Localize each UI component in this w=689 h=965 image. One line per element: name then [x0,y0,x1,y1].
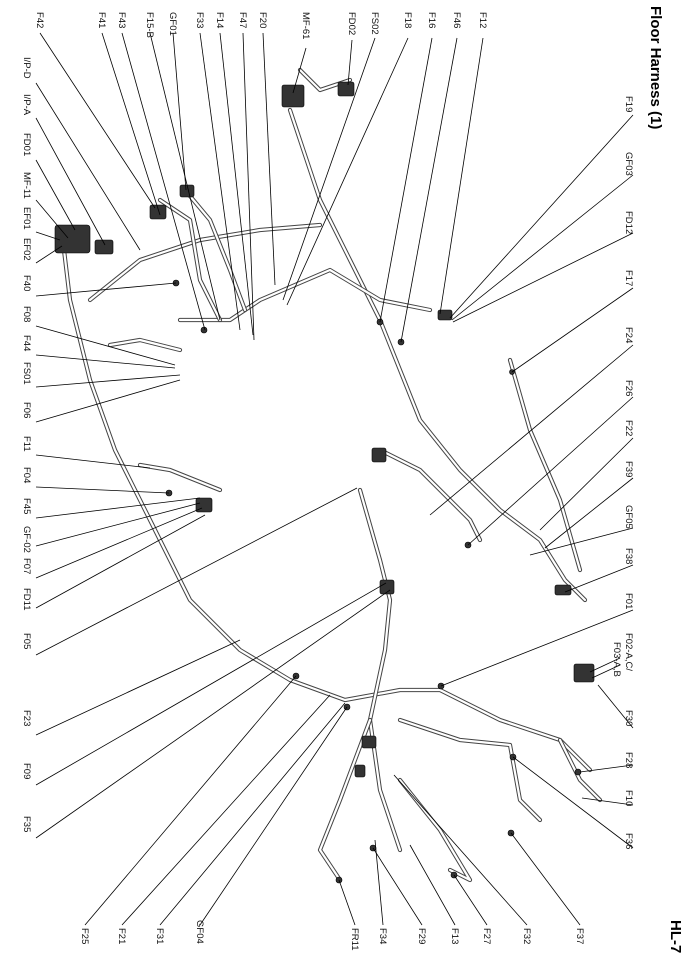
label-F21: F21 [116,928,127,944]
label-F45: F45 [21,498,32,514]
label-F26: F26 [623,380,634,396]
label-F13: F13 [449,928,460,944]
label-F24: F24 [623,327,634,343]
label-F17: F17 [623,270,634,286]
label-GF03: GF03 [623,152,634,176]
label-F30: F30 [623,710,634,726]
label-F40: F40 [21,275,32,291]
label-F23: F23 [21,710,32,726]
label-F36: F36 [623,833,634,849]
label-F28: F28 [623,752,634,768]
label-F43: F43 [116,12,127,28]
label-F10: F10 [623,790,634,806]
label-IPD: I/P-D [21,57,32,79]
label-F14: F14 [214,12,225,28]
label-GF04: GF04 [194,920,205,944]
connector-labels: F42 F41 F43 F15-B GF01 F33 F14 F47 F20 M… [21,12,634,951]
label-F06: F06 [21,402,32,418]
label-GF01: GF01 [167,12,178,36]
label-F01: F01 [623,593,634,609]
label-GF02: GF-02 [21,526,32,553]
label-FS02: FS02 [369,12,380,35]
label-F38: F38 [623,548,634,564]
label-F31: F31 [154,928,165,944]
label-FD02: FD02 [346,12,357,35]
label-F25: F25 [79,928,90,944]
label-EF02: EF02 [21,238,32,261]
label-F20: F20 [257,12,268,28]
label-F04: F04 [21,467,32,483]
label-F29: F29 [416,928,427,944]
label-FD11: FD11 [21,588,32,611]
label-F05: F05 [21,633,32,649]
label-F34: F34 [377,928,388,944]
label-F11: F11 [21,436,32,452]
label-F39: F39 [623,461,634,477]
label-F22: F22 [623,420,634,436]
label-F08: F08 [21,306,32,322]
label-FD01: FD01 [21,133,32,156]
label-MF11: MF-11 [21,172,32,199]
label-F37: F37 [574,928,585,944]
label-F09: F09 [21,763,32,779]
label-F32: F32 [521,928,532,944]
label-FR11: FR11 [349,928,360,951]
label-F15B: F15-B [144,12,155,38]
label-FD12: FD12 [623,211,634,234]
label-F44: F44 [21,335,32,351]
label-F27: F27 [481,928,492,944]
label-F12: F12 [477,12,488,28]
label-F19: F19 [623,96,634,112]
label-MF61: MF-61 [300,12,311,39]
label-GF05: GF05 [623,505,634,529]
label-F18: F18 [402,12,413,28]
label-F16: F16 [426,12,437,28]
label-F42: F42 [34,12,45,28]
label-FS01: FS01 [21,362,32,385]
label-F46: F46 [451,12,462,28]
label-F07: F07 [21,558,32,574]
harness-wiring [61,67,603,883]
label-F41: F41 [96,12,107,28]
label-F47: F47 [237,12,248,28]
label-EF01: EF01 [21,207,32,230]
label-F33: F33 [194,12,205,28]
label-IPA: I/P-A [21,94,32,116]
leader-lines [35,32,634,926]
label-F35: F35 [21,816,32,832]
label-F02AC: F02-A,C/ [623,633,634,671]
label-F03AB: F03-A,B [611,642,622,677]
